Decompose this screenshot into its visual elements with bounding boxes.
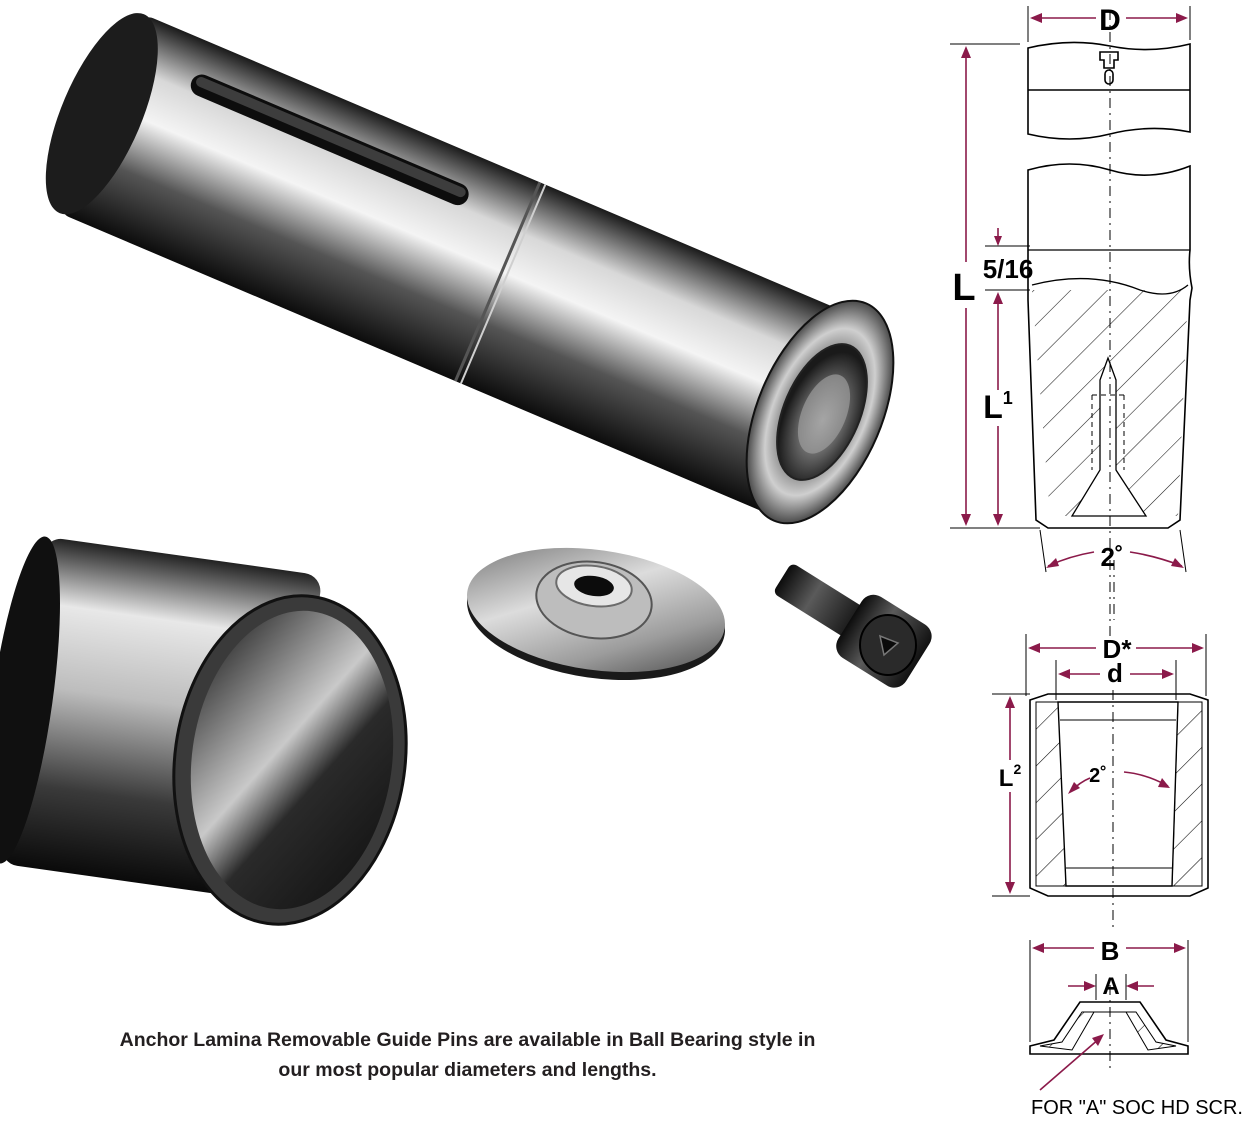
bushing-inner-label: d — [1107, 658, 1123, 688]
pin-drawing — [1027, 10, 1193, 640]
bushing-photo — [0, 536, 408, 926]
dimension-lines — [950, 6, 1207, 1091]
screw-photo — [774, 564, 932, 688]
bushing-length-label: L2 — [999, 761, 1022, 792]
washer-note: FOR "A" SOC HD SCR. — [1031, 1097, 1243, 1119]
pin-length-label: L — [952, 267, 975, 309]
guide-pin-photo — [45, 13, 895, 525]
washer-b-label: B — [1101, 936, 1120, 966]
pin-l1-label: L1 — [983, 388, 1013, 425]
bushing-drawing — [1029, 690, 1209, 930]
caption: Anchor Lamina Removable Guide Pins are a… — [20, 1025, 915, 1085]
caption-line-2: our most popular diameters and lengths. — [278, 1059, 657, 1081]
bushing-outer-label: D* — [1103, 634, 1133, 664]
pin-offset-label: 5/16 — [983, 254, 1034, 284]
pin-taper-label: 2˚ — [1100, 542, 1123, 572]
washer-a-label: A — [1102, 973, 1119, 1000]
washer-photo — [466, 547, 726, 681]
caption-line-1: Anchor Lamina Removable Guide Pins are a… — [119, 1029, 816, 1051]
bushing-taper-label: 2˚ — [1089, 764, 1107, 787]
pin-diameter-label: D — [1099, 4, 1121, 37]
washer-drawing — [1029, 985, 1189, 1070]
